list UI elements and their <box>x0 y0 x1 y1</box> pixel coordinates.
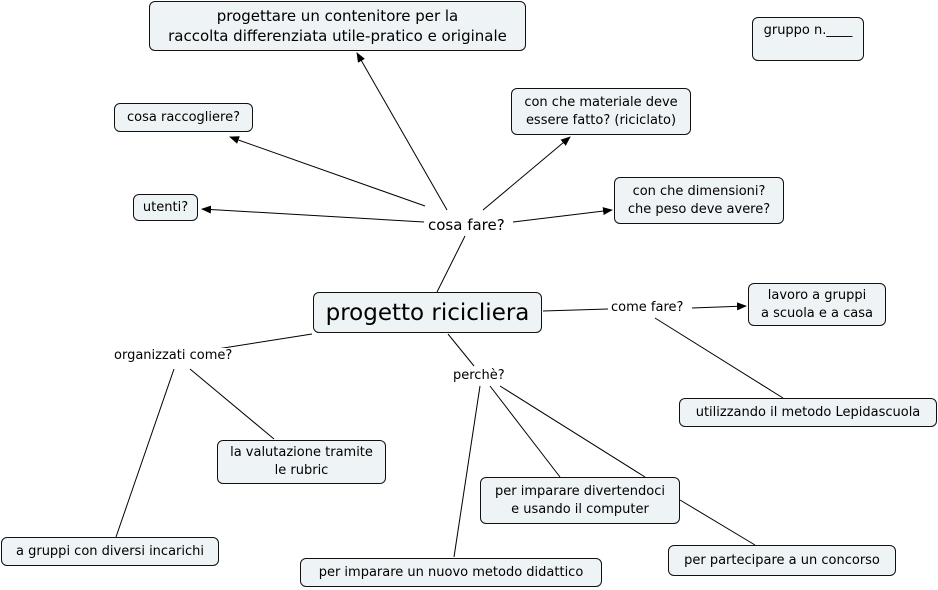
topic-cosa-raccogliere[interactable]: cosa raccogliere? <box>114 103 253 132</box>
topic-gruppo[interactable]: gruppo n.____ <box>752 17 864 61</box>
topic-concorso[interactable]: per partecipare a un concorso <box>668 545 896 576</box>
topic-metodo-didattico-text: per imparare un nuovo metodo didattico <box>318 564 584 580</box>
topic-valutazione[interactable]: la valutazione tramite le rubric <box>217 440 386 484</box>
branch-perche[interactable]: perchè? <box>451 368 507 384</box>
topic-lepidascuola-text: utilizzando il metodo Lepidascuola <box>695 404 921 420</box>
central-topic[interactable]: progetto ricicliera <box>313 292 542 333</box>
topic-lavoro-gruppi[interactable]: lavoro a gruppi a scuola e a casa <box>748 283 886 326</box>
branch-cosa-fare[interactable]: cosa fare? <box>426 216 507 234</box>
topic-lavoro-gruppi-text: lavoro a gruppi a scuola e a casa <box>760 287 873 321</box>
topic-contenitore-text: progettare un contenitore per la raccolt… <box>168 7 507 45</box>
topic-incarichi-text: a gruppi con diversi incarichi <box>16 543 204 559</box>
topic-materiale[interactable]: con che materiale deve essere fatto? (ri… <box>511 88 691 135</box>
central-topic-text: progetto ricicliera <box>325 299 530 326</box>
topic-materiale-text: con che materiale deve essere fatto? (ri… <box>524 94 678 128</box>
topic-cosa-raccogliere-text: cosa raccogliere? <box>127 109 240 125</box>
branch-come-fare[interactable]: come fare? <box>609 300 686 316</box>
branch-organizzati[interactable]: organizzati come? <box>112 348 235 364</box>
topic-lepidascuola[interactable]: utilizzando il metodo Lepidascuola <box>679 398 937 427</box>
topic-concorso-text: per partecipare a un concorso <box>684 552 880 568</box>
topic-incarichi[interactable]: a gruppi con diversi incarichi <box>1 537 219 566</box>
topic-dimensioni[interactable]: con che dimensioni? che peso deve avere? <box>614 177 784 224</box>
topic-divertendoci-text: per imparare divertendoci e usando il co… <box>495 483 665 517</box>
topic-contenitore[interactable]: progettare un contenitore per la raccolt… <box>149 1 526 51</box>
topic-utenti[interactable]: utenti? <box>133 194 198 221</box>
topic-utenti-text: utenti? <box>142 199 189 215</box>
topic-valutazione-text: la valutazione tramite le rubric <box>230 445 373 478</box>
topic-gruppo-text: gruppo n.____ <box>763 23 853 38</box>
topic-divertendoci[interactable]: per imparare divertendoci e usando il co… <box>480 477 680 524</box>
topic-dimensioni-text: con che dimensioni? che peso deve avere? <box>627 183 771 217</box>
topic-metodo-didattico[interactable]: per imparare un nuovo metodo didattico <box>300 558 602 587</box>
